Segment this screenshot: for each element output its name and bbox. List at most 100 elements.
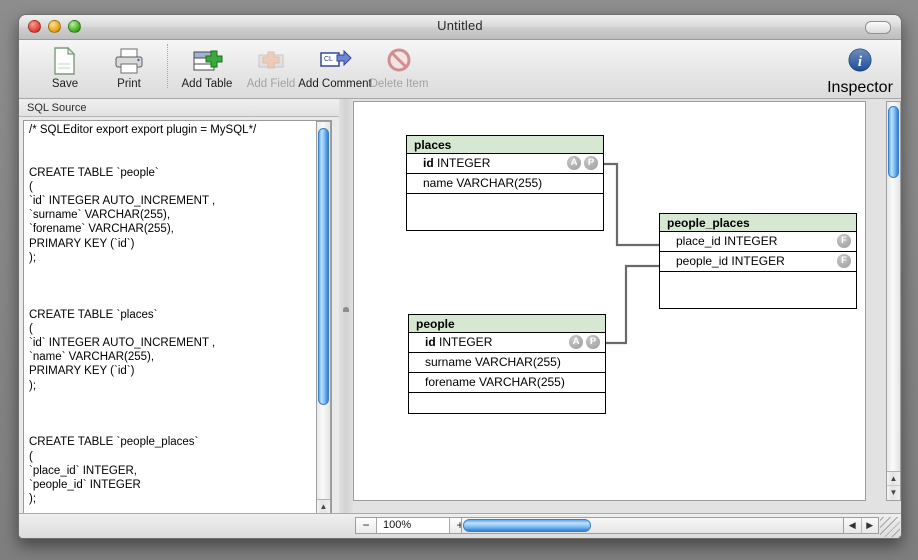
canvas-hscroll-thumb[interactable] xyxy=(463,519,591,532)
add-comment-icon: CL xyxy=(318,46,352,76)
er-field-type: INTEGER xyxy=(731,254,785,268)
er-field-name: name xyxy=(423,176,454,190)
er-field-row[interactable]: id INTEGER A P xyxy=(407,154,603,174)
er-table-title: places xyxy=(407,136,603,154)
er-table-title: people_places xyxy=(660,214,856,232)
toolbar-items: Save Print xyxy=(33,42,431,96)
badge-auto-increment: A xyxy=(567,156,581,170)
badge-auto-increment: A xyxy=(569,335,583,349)
badge-foreign-key: F xyxy=(837,234,851,248)
scroll-right-arrow[interactable]: ▶ xyxy=(866,520,874,530)
er-table-empty-area[interactable] xyxy=(660,272,856,308)
sql-source-text: /* SQLEditor export export plugin = MySQ… xyxy=(29,124,257,506)
sql-scroll-up-arrow[interactable]: ▲ xyxy=(317,500,330,514)
zoom-out-button[interactable]: − xyxy=(356,518,377,533)
toolbar-button-inspector[interactable]: i Inspector xyxy=(827,42,893,97)
zoom-button[interactable] xyxy=(68,20,81,33)
badge-foreign-key: F xyxy=(837,254,851,268)
er-field-name: people_id xyxy=(676,254,729,268)
er-table-empty-area[interactable] xyxy=(409,393,605,413)
er-table-places[interactable]: places id INTEGER A P name VARCHAR(255) xyxy=(406,135,604,231)
sql-source-header: SQL Source xyxy=(19,99,339,117)
add-table-icon xyxy=(191,46,223,76)
status-bar: − 100% + ◀ ▶ xyxy=(19,513,901,538)
window-controls xyxy=(28,20,81,33)
toolbar-label-add-field: Add Field xyxy=(246,78,296,90)
er-field-badges: A P xyxy=(569,335,600,349)
delete-item-icon xyxy=(385,46,413,76)
toolbar-button-print[interactable]: Print xyxy=(97,42,161,90)
add-field-icon xyxy=(255,46,287,76)
er-field-type: VARCHAR(255) xyxy=(456,176,543,190)
er-table-empty-area[interactable] xyxy=(407,194,603,230)
window-resize-grip[interactable] xyxy=(880,517,900,537)
toolbar-button-add-table[interactable]: Add Table xyxy=(175,42,239,90)
zoom-level-value[interactable]: 100% xyxy=(377,518,449,533)
er-field-name: id xyxy=(425,335,436,349)
er-field-row[interactable]: people_id INTEGER F xyxy=(660,252,856,272)
pane-splitter[interactable] xyxy=(339,99,353,538)
er-table-people-places[interactable]: people_places place_id INTEGER F people_… xyxy=(659,213,857,309)
er-field-row[interactable]: name VARCHAR(255) xyxy=(407,174,603,194)
toolbar-label-save: Save xyxy=(51,78,79,90)
er-field-row[interactable]: forename VARCHAR(255) xyxy=(409,373,605,393)
badge-primary-key: P xyxy=(586,335,600,349)
toolbar-button-add-comment[interactable]: CL Add Comment xyxy=(298,42,372,90)
minimize-button[interactable] xyxy=(48,20,61,33)
badge-primary-key: P xyxy=(584,156,598,170)
sql-source-pane: SQL Source /* SQLEditor export export pl… xyxy=(19,99,339,538)
app-window: Untitled Save xyxy=(18,14,902,539)
sql-vertical-scrollbar[interactable]: ▲ ▼ xyxy=(316,121,331,529)
toolbar: Save Print xyxy=(19,40,901,99)
toolbar-button-save[interactable]: Save xyxy=(33,42,97,90)
toolbar-button-delete-item: Delete Item xyxy=(367,42,431,90)
info-icon: i xyxy=(846,46,874,79)
splitter-handle[interactable] xyxy=(343,307,349,312)
document-save-icon xyxy=(52,46,78,76)
er-field-type: VARCHAR(255) xyxy=(475,355,561,369)
canvas-scroll-up-arrow[interactable]: ▲ xyxy=(887,472,900,486)
er-field-badges: A P xyxy=(567,156,598,170)
svg-text:CL: CL xyxy=(324,56,333,63)
printer-icon xyxy=(114,46,144,76)
canvas-horizontal-scrollbar[interactable] xyxy=(461,517,851,534)
close-button[interactable] xyxy=(28,20,41,33)
toolbar-label-add-table: Add Table xyxy=(181,78,233,90)
canvas-scroll-thumb[interactable] xyxy=(888,106,899,178)
er-field-name: surname xyxy=(425,355,472,369)
canvas-scroll-arrows: ▲ ▼ xyxy=(887,471,900,500)
er-field-type: VARCHAR(255) xyxy=(479,375,565,389)
title-bar[interactable]: Untitled xyxy=(19,15,901,40)
er-field-badges: F xyxy=(837,234,851,248)
sql-source-textarea[interactable]: /* SQLEditor export export plugin = MySQ… xyxy=(23,120,332,530)
sql-scroll-thumb[interactable] xyxy=(318,128,329,405)
er-field-name: id xyxy=(423,156,434,170)
canvas-vertical-scrollbar[interactable]: ▲ ▼ xyxy=(886,101,901,501)
canvas-scroll-down-arrow[interactable]: ▼ xyxy=(889,488,898,497)
scroll-left-arrow[interactable]: ◀ xyxy=(844,518,862,533)
er-field-row[interactable]: place_id INTEGER F xyxy=(660,232,856,252)
toolbar-label-print: Print xyxy=(117,78,141,90)
er-field-row[interactable]: surname VARCHAR(255) xyxy=(409,353,605,373)
er-field-badges: F xyxy=(837,254,851,268)
er-field-type: INTEGER xyxy=(437,156,491,170)
toolbar-label-add-comment: Add Comment xyxy=(298,78,372,90)
er-field-type: INTEGER xyxy=(724,234,778,248)
canvas-hscroll-arrows: ◀ ▶ xyxy=(843,517,879,534)
diagram-canvas[interactable]: places id INTEGER A P name VARCHAR(255) xyxy=(353,101,866,501)
content-area: SQL Source /* SQLEditor export export pl… xyxy=(19,99,901,538)
er-table-title: people xyxy=(409,315,605,333)
er-field-name: place_id xyxy=(676,234,721,248)
diagram-pane: places id INTEGER A P name VARCHAR(255) xyxy=(353,99,901,538)
toolbar-label-delete-item: Delete Item xyxy=(369,78,429,90)
toolbar-toggle-button[interactable] xyxy=(865,21,891,34)
er-field-row[interactable]: id INTEGER A P xyxy=(409,333,605,353)
canvas-scroll-track[interactable] xyxy=(887,102,900,472)
toolbar-button-add-field: Add Field xyxy=(239,42,303,90)
zoom-control: − 100% + xyxy=(355,517,471,534)
er-table-people[interactable]: people id INTEGER A P surname VARCHAR(25… xyxy=(408,314,606,414)
toolbar-separator xyxy=(167,44,169,88)
relationship-people-to-people-places xyxy=(606,264,659,345)
toolbar-label-inspector: Inspector xyxy=(827,79,893,96)
